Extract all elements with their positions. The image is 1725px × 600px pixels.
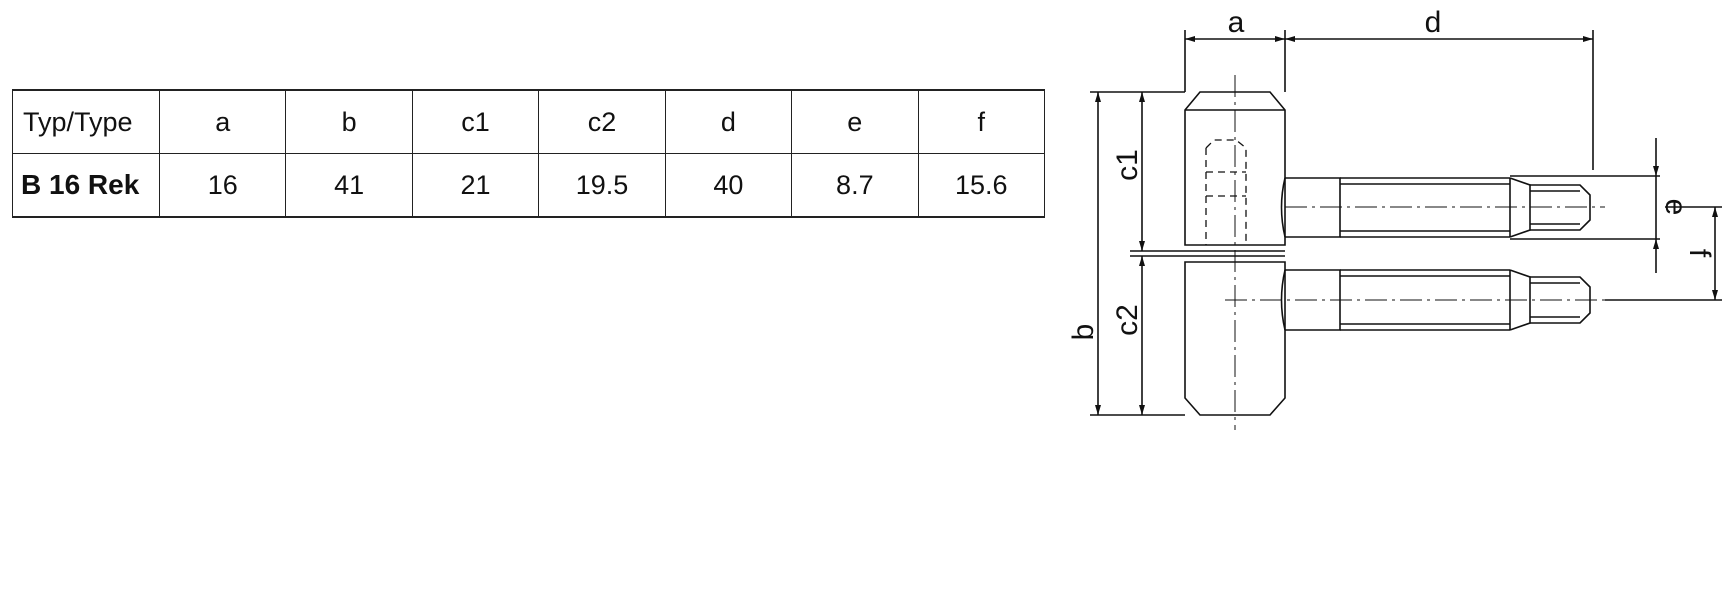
lower-knuckle: [1184, 261, 1286, 416]
center-lines: [1225, 75, 1605, 430]
hinge-technical-drawing: a d b c1 c2: [1067, 6, 1722, 430]
upper-knuckle: [1184, 91, 1286, 246]
dimension-b: b: [1067, 91, 1185, 416]
header-cell-f: f: [917, 89, 1046, 154]
table-row: B 16 Rek 16 41 21 19.5 40 8.7 15.6: [12, 153, 1046, 218]
header-cell-d: d: [664, 89, 793, 154]
dimension-f: f: [1605, 206, 1722, 301]
header-cell-b: b: [285, 89, 413, 154]
upper-threaded-pin: [1280, 177, 1591, 238]
header-cell-c1: c1: [411, 89, 540, 154]
dimension-d: d: [1285, 6, 1594, 170]
cell-e: 8.7: [791, 153, 919, 218]
table-header-row: Typ/Type a b c1 c2 d e f: [12, 89, 1046, 154]
dimension-c1: c1: [1111, 92, 1185, 252]
cell-b: 41: [285, 153, 413, 218]
header-cell-type: Typ/Type: [12, 89, 160, 154]
label-a: a: [1228, 6, 1245, 39]
dimension-c2: c2: [1111, 255, 1185, 415]
cell-d: 40: [664, 153, 793, 218]
label-c2: c2: [1111, 304, 1144, 336]
cell-c2: 19.5: [538, 153, 666, 218]
header-cell-e: e: [791, 89, 919, 154]
cell-f: 15.6: [917, 153, 1046, 218]
cell-a: 16: [158, 153, 287, 218]
cell-type-name: B 16 Rek: [12, 153, 160, 218]
label-c1: c1: [1111, 149, 1144, 181]
label-f: f: [1683, 249, 1716, 258]
label-b: b: [1067, 324, 1100, 341]
label-d: d: [1425, 6, 1442, 39]
cell-c1: 21: [411, 153, 540, 218]
header-cell-a: a: [158, 89, 287, 154]
dimension-e: e: [1510, 138, 1692, 273]
dimension-table: Typ/Type a b c1 c2 d e f B 16 Rek 16 41 …: [12, 89, 1046, 218]
header-cell-c2: c2: [538, 89, 666, 154]
hidden-pin: [1205, 139, 1247, 245]
